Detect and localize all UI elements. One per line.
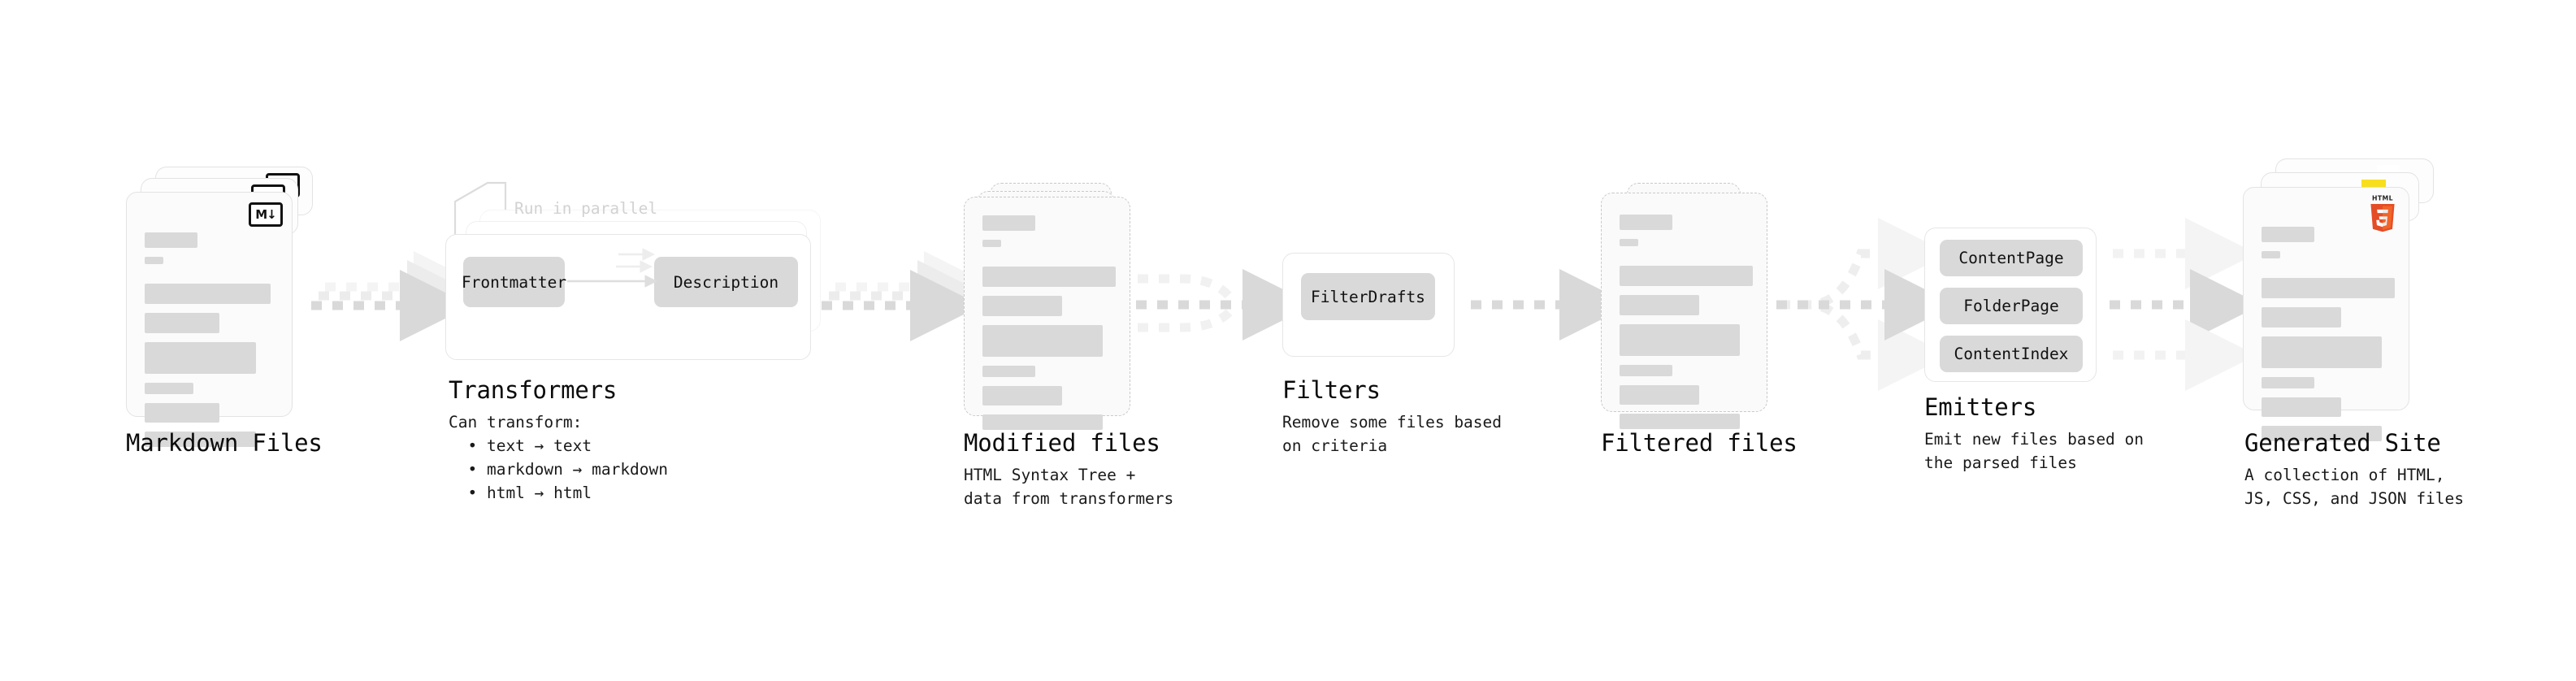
transformer-chip-description[interactable]: Description [654,257,798,307]
content-bar [145,403,219,423]
filter-chip-filterdrafts[interactable]: FilterDrafts [1301,273,1435,320]
emitter-chip-contentpage[interactable]: ContentPage [1940,240,2083,276]
modified-card-front[interactable] [964,197,1130,430]
content-bar [1620,414,1740,429]
content-bar [982,240,1001,247]
content-bar [2262,426,2382,441]
content-bar [1620,239,1638,246]
content-bar [145,383,193,394]
content-bar [982,296,1062,316]
content-bar [145,313,219,333]
filtered-files-stack [1598,183,1785,429]
content-bar [2262,307,2341,327]
emitters-title: Emitters [1924,393,2037,421]
markdown-card-front[interactable]: M↓ [126,192,293,447]
connector-modified-to-filters [1136,269,1314,340]
content-bar [1620,385,1699,405]
modified-files-title: Modified files [964,429,1160,457]
content-bar [2262,227,2314,242]
filtered-card-front[interactable] [1601,193,1767,429]
modified-files-subtitle: HTML Syntax Tree + data from transformer… [964,466,1174,508]
content-bar [2262,336,2382,368]
emitters-subtitle: Emit new files based on the parsed files [1924,430,2144,472]
filters-group: FilterDrafts [1282,253,1455,357]
generated-site-subtitle: A collection of HTML, JS, CSS, and JSON … [2244,466,2465,508]
filters-subtitle: Remove some files based on criteria [1282,413,1503,455]
content-bar [1620,266,1753,286]
content-bar [2262,397,2341,417]
svg-text:HTML: HTML [2372,195,2393,202]
modified-card-bars [982,215,1116,439]
generated-site-stack: CSS HTML [2243,158,2446,441]
content-bar [982,215,1035,231]
connector-markdown-to-transformers [311,251,485,341]
connector-emitters-to-site [2110,218,2262,391]
html5-icon: HTML [2370,195,2395,232]
generated-card-html[interactable]: HTML [2243,187,2409,441]
modified-files-stack [961,183,1147,430]
content-bar [2262,251,2280,258]
transformers-title: Transformers [449,376,618,404]
markdown-icon: M↓ [249,202,283,227]
transformer-chip-frontmatter[interactable]: Frontmatter [462,257,566,307]
filtered-card-bars [1620,215,1753,438]
filters-title: Filters [1282,376,1381,404]
transformer-inner-arrows [567,248,657,288]
connector-transformers-to-modified [822,251,995,341]
content-bar [145,284,271,304]
content-bar [145,432,256,447]
filtered-files-title: Filtered files [1601,429,1798,457]
content-bar [982,325,1103,357]
content-bar [145,232,197,248]
content-bar [982,267,1116,287]
content-bar [1620,215,1672,230]
content-bar [1620,324,1740,356]
markdown-files-title: Markdown Files [126,429,323,457]
content-bar [982,366,1035,377]
emitter-chip-folderpage[interactable]: FolderPage [1940,288,2083,324]
content-bar [2262,278,2395,298]
content-bar [982,386,1062,406]
content-bar [2262,377,2314,388]
emitter-chip-contentindex[interactable]: ContentIndex [1940,336,2083,372]
transformers-stack: Frontmatter Description [445,210,835,372]
content-bar [145,257,163,264]
emitters-group: ContentPage FolderPage ContentIndex [1924,228,2097,382]
transformers-subtitle: Can transform: • text → text • markdown … [449,413,669,502]
run-in-parallel-label: Run in parallel [514,199,658,218]
markdown-files-stack: M↓ M↓ M↓ [126,167,321,447]
generated-card-bars [2262,227,2395,450]
markdown-card-bars [145,232,275,456]
generated-site-title: Generated Site [2244,429,2441,457]
content-bar [1620,365,1672,376]
content-bar [145,342,256,374]
connector-filtered-to-emitters [1776,218,1956,391]
content-bar [1620,295,1699,315]
content-bar [982,414,1103,430]
